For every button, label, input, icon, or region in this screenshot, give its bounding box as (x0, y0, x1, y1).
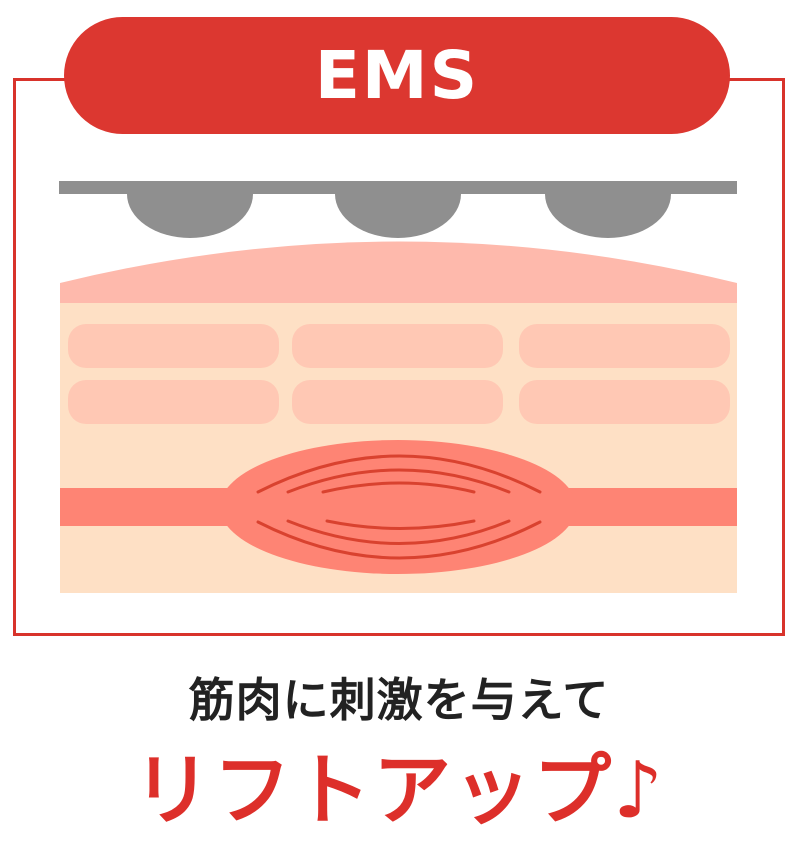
electrode-icon (59, 181, 737, 238)
muscle-icon (60, 440, 737, 574)
caption-headline: リフトアップ♪ (133, 746, 665, 836)
fat-cells (68, 324, 730, 424)
caption-subtitle: 筋肉に刺激を与えて (188, 673, 610, 727)
skin-layer (60, 241, 737, 304)
title-text: EMS (314, 37, 480, 114)
title-banner: EMS (64, 17, 730, 134)
